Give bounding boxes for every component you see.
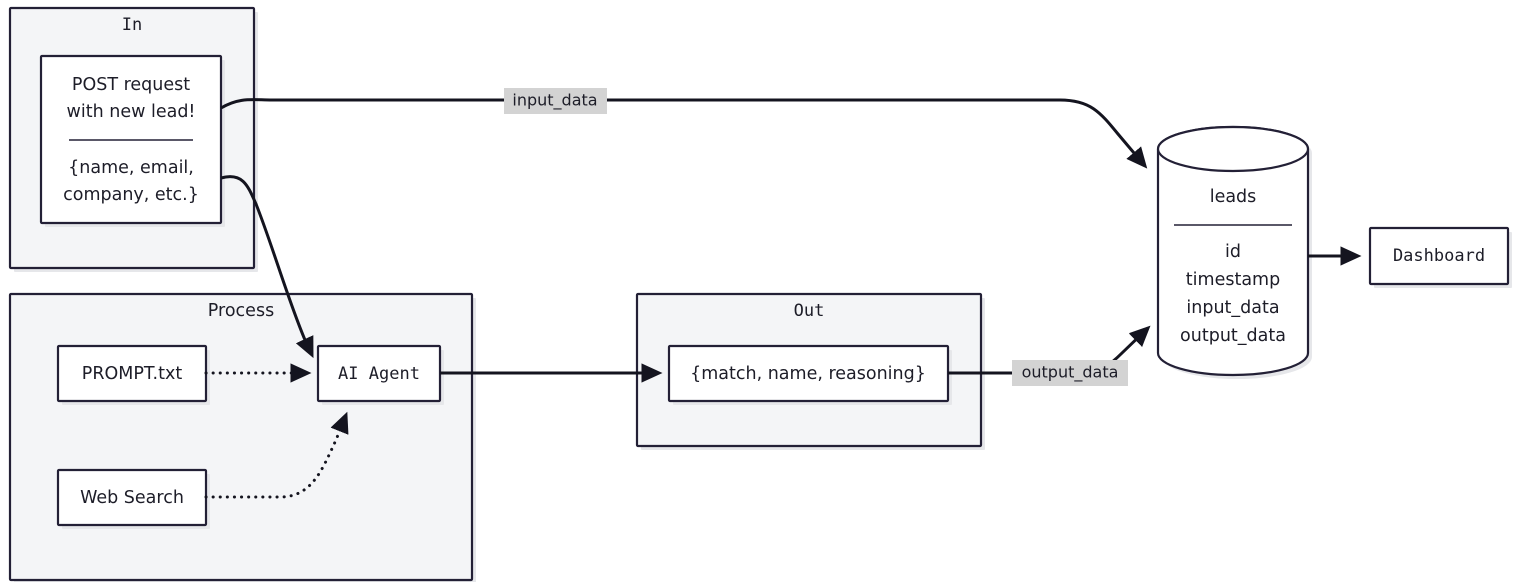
cluster-in-title: In: [122, 15, 142, 35]
node-post-request-body-1: {name, email,: [68, 158, 194, 178]
cluster-process-title: Process: [208, 301, 274, 321]
edge-label-input-data-bg: [504, 88, 607, 114]
node-post-request-title-1: POST request: [72, 75, 190, 95]
node-database-name: leads: [1210, 187, 1257, 207]
node-post-request-body-2: company, etc.}: [63, 185, 199, 205]
node-dashboard[interactable]: Dashboard: [1368, 226, 1512, 288]
edge-label-input-data-text: input_data: [512, 91, 597, 111]
edge-label-output-data-bg: [1012, 360, 1128, 386]
node-web-search[interactable]: Web Search: [56, 468, 210, 529]
node-out-payload[interactable]: {match, name, reasoning}: [667, 344, 952, 405]
node-ai-agent-label: AI Agent: [338, 364, 420, 384]
cluster-process-rect: [8, 292, 474, 582]
node-post-request[interactable]: POST request with new lead! {name, email…: [39, 54, 225, 227]
edge-label-output-data: output_data: [1012, 360, 1128, 386]
node-database-field-output-data: output_data: [1180, 326, 1286, 346]
node-dashboard-rect: [1368, 226, 1510, 286]
node-prompt-txt[interactable]: PROMPT.txt: [56, 344, 210, 405]
edge-post-request-to-database: [220, 98, 1148, 169]
node-prompt-txt-label: PROMPT.txt: [82, 364, 183, 384]
edge-label-output-data-text: output_data: [1022, 363, 1119, 383]
node-database-leads[interactable]: leads id timestamp input_data output_dat…: [1156, 125, 1312, 379]
node-dashboard-label: Dashboard: [1393, 246, 1485, 266]
node-database-top-ellipse: [1156, 125, 1310, 173]
node-post-request-title-2: with new lead!: [67, 102, 196, 122]
node-web-search-label: Web Search: [80, 488, 184, 508]
node-ai-agent[interactable]: AI Agent: [316, 344, 444, 405]
node-database-field-timestamp: timestamp: [1186, 270, 1280, 290]
cluster-out-title: Out: [794, 301, 825, 321]
cluster-process: Process: [8, 292, 476, 582]
node-out-payload-label: {match, name, reasoning}: [690, 364, 926, 384]
node-database-field-id: id: [1225, 242, 1241, 262]
edge-web-search-to-ai-agent: [204, 411, 349, 499]
node-database-field-input-data: input_data: [1186, 298, 1279, 318]
edge-label-input-data: input_data: [504, 88, 607, 114]
edge-post-request-to-ai-agent: [220, 175, 314, 359]
